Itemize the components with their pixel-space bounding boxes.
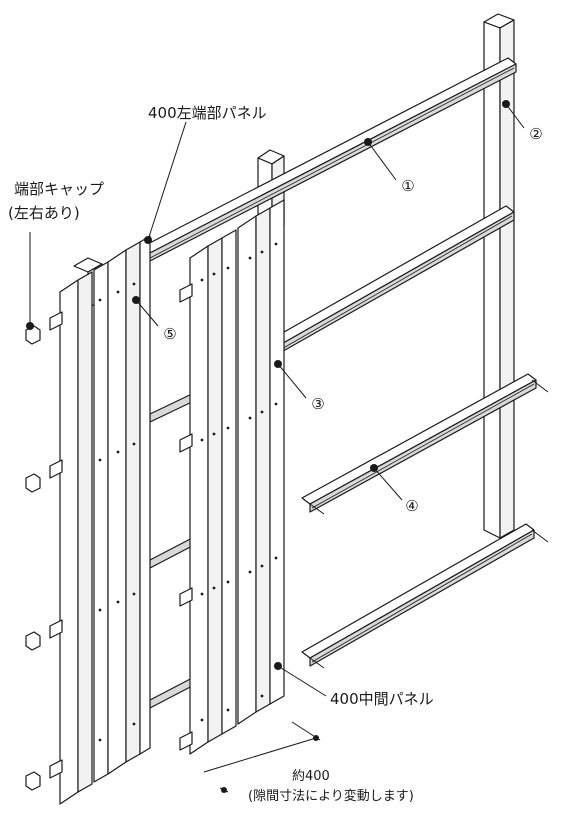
- end-cap-label: 端部キャップ: [14, 180, 104, 198]
- leader-lines: [29, 103, 525, 793]
- dimension-note: (隙間寸法により変動します): [248, 788, 414, 804]
- left-end-panel-group: [49, 235, 151, 805]
- callout-1: ①: [401, 177, 414, 195]
- callout-5: ⑤: [163, 325, 176, 343]
- right-post: [483, 13, 515, 539]
- callout-2: ②: [529, 125, 542, 143]
- end-caps: [25, 325, 41, 791]
- callout-3: ③: [311, 395, 324, 413]
- rail-third: [301, 373, 549, 515]
- callout-4: ④: [405, 497, 418, 515]
- rail-bottom: [301, 523, 549, 669]
- callout-dots: [26, 100, 510, 793]
- left-end-panel-label: 400左端部パネル: [148, 104, 267, 122]
- rail-top: [139, 57, 517, 263]
- end-cap-sublabel: (左右あり): [8, 204, 80, 222]
- middle-panel-label: 400中間パネル: [330, 690, 434, 708]
- rail-second: [269, 205, 515, 355]
- middle-panel-group: [179, 199, 285, 755]
- dimension-label: 約400: [292, 769, 330, 784]
